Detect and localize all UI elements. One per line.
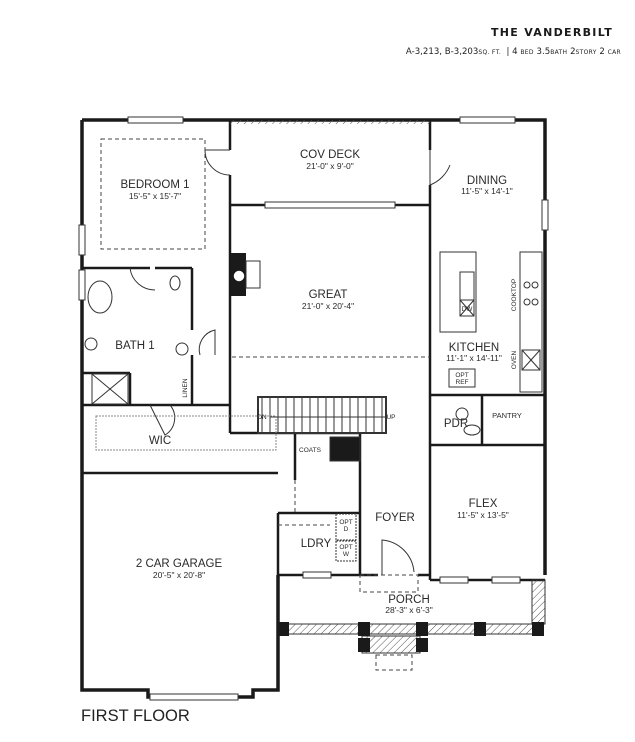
ldry-name: LDRY (301, 538, 332, 550)
pantry-name: PANTRY (492, 411, 522, 420)
stories-num: 2 (570, 47, 576, 57)
laundry-fixtures (335, 513, 357, 562)
opt-ref-label-1: OPT (455, 372, 468, 379)
fireplace (230, 253, 261, 296)
beds-num: 4 (512, 47, 518, 57)
oven-label: OVEN (511, 350, 518, 369)
garage-num: 2 (599, 47, 605, 57)
flex-name: FLEX (469, 498, 498, 510)
bathtub (87, 280, 113, 314)
sqft-unit: SQ. FT. (478, 49, 502, 56)
plan-title: THE VANDERBILT (490, 26, 613, 39)
sqft-b: B-3,203 (444, 47, 479, 57)
spec-separator: | (506, 47, 510, 57)
stair-dn-label: DN (257, 414, 267, 421)
garage-dims: 20'-5" x 20'-8" (153, 570, 205, 580)
opt-d-label-1: OPT (339, 519, 352, 526)
kitchen-dims: 11'-1" x 14'-11" (446, 353, 502, 363)
wic-name: WIC (149, 435, 171, 447)
bedroom-ceiling-outline (100, 138, 206, 250)
kitchen-counter (519, 251, 543, 393)
bedroom1-name: BEDROOM 1 (120, 179, 189, 191)
great-name: GREAT (309, 289, 348, 301)
porch-name: PORCH (388, 594, 430, 606)
kitchen-fixtures (439, 251, 543, 393)
opt-w-label-2: W (343, 551, 350, 558)
garage-name: 2 CAR GARAGE (136, 558, 223, 570)
stair-up-label: UP (386, 414, 395, 421)
staircase (257, 396, 387, 462)
plan-specs: A-3,213, B-3,203SQ. FT. | 4 BED 3.5BATH … (406, 47, 621, 57)
porch-dims: 28'-3" x 6'-3" (385, 605, 433, 615)
bath-fixtures (84, 275, 481, 436)
coats-label: COATS (299, 447, 322, 454)
stories-unit: STORY (575, 49, 597, 56)
opt-w-label-1: OPT (339, 544, 352, 551)
opt-d-label-2: D (344, 526, 349, 533)
beds-unit: BED (520, 49, 534, 56)
sqft-a: A-3,213, (405, 47, 443, 57)
great-dims: 21'-0" x 20'-4" (302, 301, 354, 311)
foyer-name: FOYER (375, 512, 415, 524)
linen-label: LINEN (182, 378, 189, 397)
bath1-name: BATH 1 (115, 340, 154, 352)
cooktop-label: COOKTOP (511, 279, 518, 311)
flex-dims: 11'-5" x 13'-5" (457, 510, 509, 520)
room-labels: BEDROOM 1 15'-5" x 15'-7" COV DECK 21'-0… (115, 149, 522, 615)
baths-unit: BATH (550, 49, 568, 56)
cov-deck-name: COV DECK (300, 149, 360, 161)
windows (78, 116, 549, 701)
baths-num: 3.5 (536, 47, 551, 57)
cov-deck-dims: 21'-0" x 9'-0" (306, 161, 354, 171)
bedroom1-dims: 15'-5" x 15'-7" (129, 191, 181, 201)
porch-structure (95, 120, 546, 654)
dining-dims: 11'-5" x 14'-1" (461, 186, 513, 196)
garage-unit: CAR (607, 49, 621, 56)
dw-label: DW (462, 306, 474, 313)
kitchen-name: KITCHEN (449, 342, 499, 354)
doors (129, 149, 451, 575)
dashed-lines (100, 138, 430, 671)
fixture-annotations: LINEN COATS DN UP OPT REF OPT D OPT W CO… (182, 279, 518, 558)
pdr-name: PDR (444, 418, 468, 430)
dining-name: DINING (467, 175, 507, 187)
floor-label: FIRST FLOOR (81, 707, 190, 725)
opt-ref-label-2: REF (456, 379, 469, 386)
